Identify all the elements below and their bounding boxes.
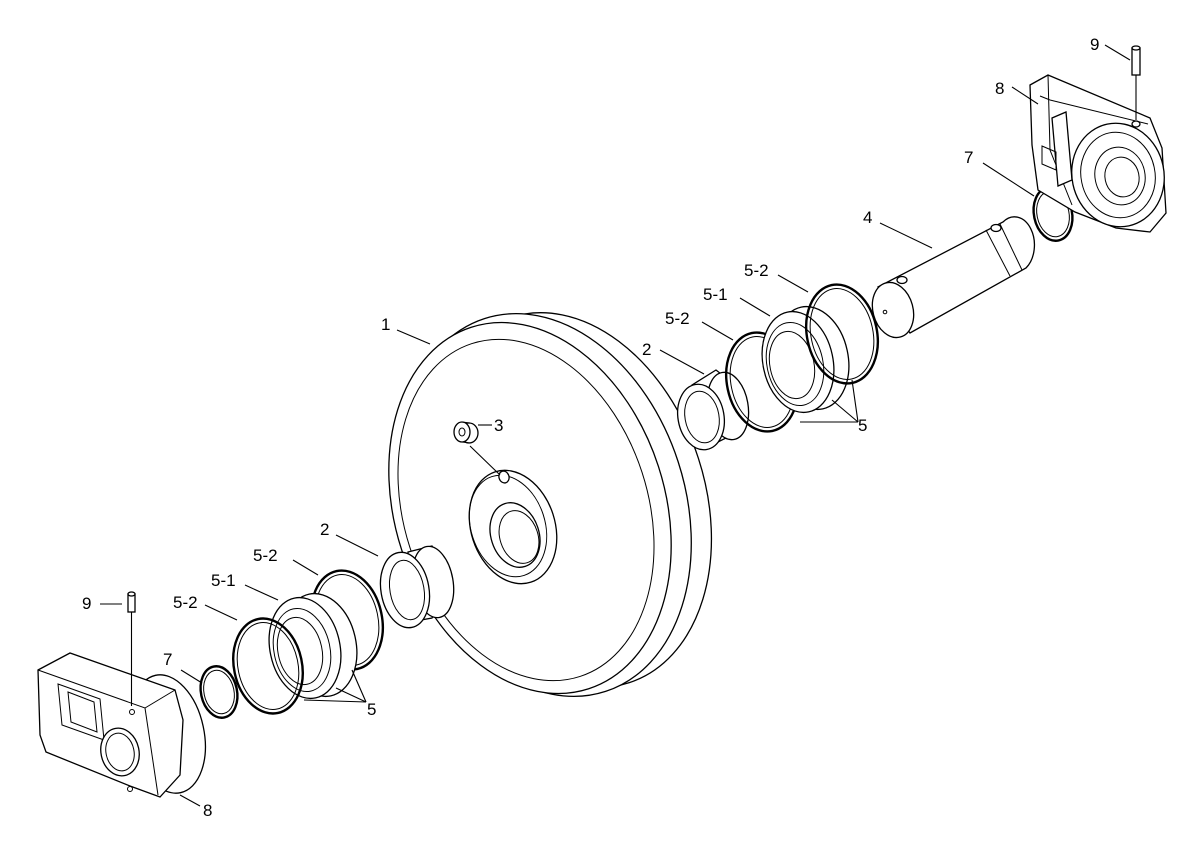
callout-8-right: 8	[995, 79, 1004, 98]
callout-5-2-left-lower: 5-2	[173, 593, 198, 612]
callout-9-left: 9	[82, 594, 91, 613]
shaft	[871, 216, 1036, 339]
callout-4: 4	[863, 208, 872, 227]
callout-8-left: 8	[203, 801, 212, 820]
bracket-left	[37, 652, 207, 798]
callout-3: 3	[494, 416, 503, 435]
o-ring-5-2-left-lower	[232, 617, 304, 715]
floating-seal-5-1-right	[761, 305, 850, 414]
callout-2-left: 2	[320, 520, 329, 539]
leader-lines	[100, 44, 1131, 807]
callout-7-left: 7	[163, 650, 172, 669]
o-ring-7-left	[199, 665, 239, 719]
callout-5-1-left: 5-1	[211, 571, 236, 590]
callout-5-2-right-lower: 5-2	[665, 309, 690, 328]
callout-2-right: 2	[642, 340, 651, 359]
callout-5-left: 5	[367, 700, 376, 719]
callout-7-right: 7	[964, 148, 973, 167]
callout-9-right: 9	[1090, 35, 1099, 54]
bushing-left	[379, 545, 455, 629]
callout-5-2-left-upper: 5-2	[253, 546, 278, 565]
callout-5-2-right-upper: 5-2	[744, 261, 769, 280]
plug	[453, 421, 479, 444]
bracket-right	[1029, 74, 1167, 233]
callout-1: 1	[381, 315, 390, 334]
bushing-right	[676, 369, 750, 451]
pin-right	[1131, 45, 1141, 120]
callout-5-1-right: 5-1	[703, 285, 728, 304]
callout-labels: 1 2 2 3 4 5 5 5-1 5-1 5-2 5-2 5-2 5-2 7 …	[82, 35, 1099, 820]
floating-seal-5-1-left	[268, 592, 358, 700]
idler-wheel	[388, 312, 713, 698]
pin-left	[127, 591, 136, 706]
callout-5-right: 5	[858, 416, 867, 435]
